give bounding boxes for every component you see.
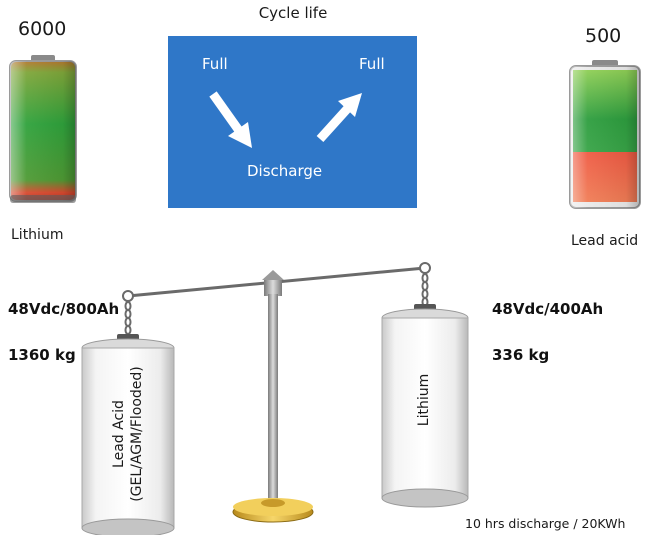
lithium-cycle-count: 6000 xyxy=(18,18,67,40)
cycle-diagram-box: Full Full Discharge xyxy=(168,36,417,208)
balance-scale xyxy=(81,262,469,535)
right-spec: 48Vdc/400Ah xyxy=(492,300,604,318)
arrow-up-right-icon xyxy=(316,93,362,143)
right-weight: 336 kg xyxy=(492,346,550,364)
lithium-battery-icon xyxy=(9,55,641,209)
full-label-right: Full xyxy=(359,55,385,73)
left-spec: 48Vdc/800Ah xyxy=(8,300,120,318)
full-label-left: Full xyxy=(202,55,228,73)
left-weight: 1360 kg xyxy=(8,346,76,364)
lead-acid-cylinder xyxy=(81,334,175,535)
lithium-cylinder xyxy=(381,304,469,508)
right-chain xyxy=(421,273,429,307)
footer-note: 10 hrs discharge / 20KWh xyxy=(465,516,626,531)
arrow-down-right-icon xyxy=(209,91,252,148)
lithium-label: Lithium xyxy=(11,227,64,243)
cycle-arrows xyxy=(209,91,362,148)
left-chain xyxy=(124,301,132,335)
lead-acid-battery-line1: Lead Acid xyxy=(111,400,127,468)
lead-acid-label: Lead acid xyxy=(571,233,639,249)
lithium-battery-label: Lithium xyxy=(416,373,432,427)
lead-acid-cycle-count: 500 xyxy=(585,25,622,47)
lead-acid-battery-line2: (GEL/AGM/Flooded) xyxy=(129,366,145,502)
cycle-life-title: Cycle life xyxy=(258,4,328,22)
discharge-label: Discharge xyxy=(247,162,323,180)
lead-acid-battery-label: Lead Acid (GEL/AGM/Flooded) xyxy=(110,354,150,514)
